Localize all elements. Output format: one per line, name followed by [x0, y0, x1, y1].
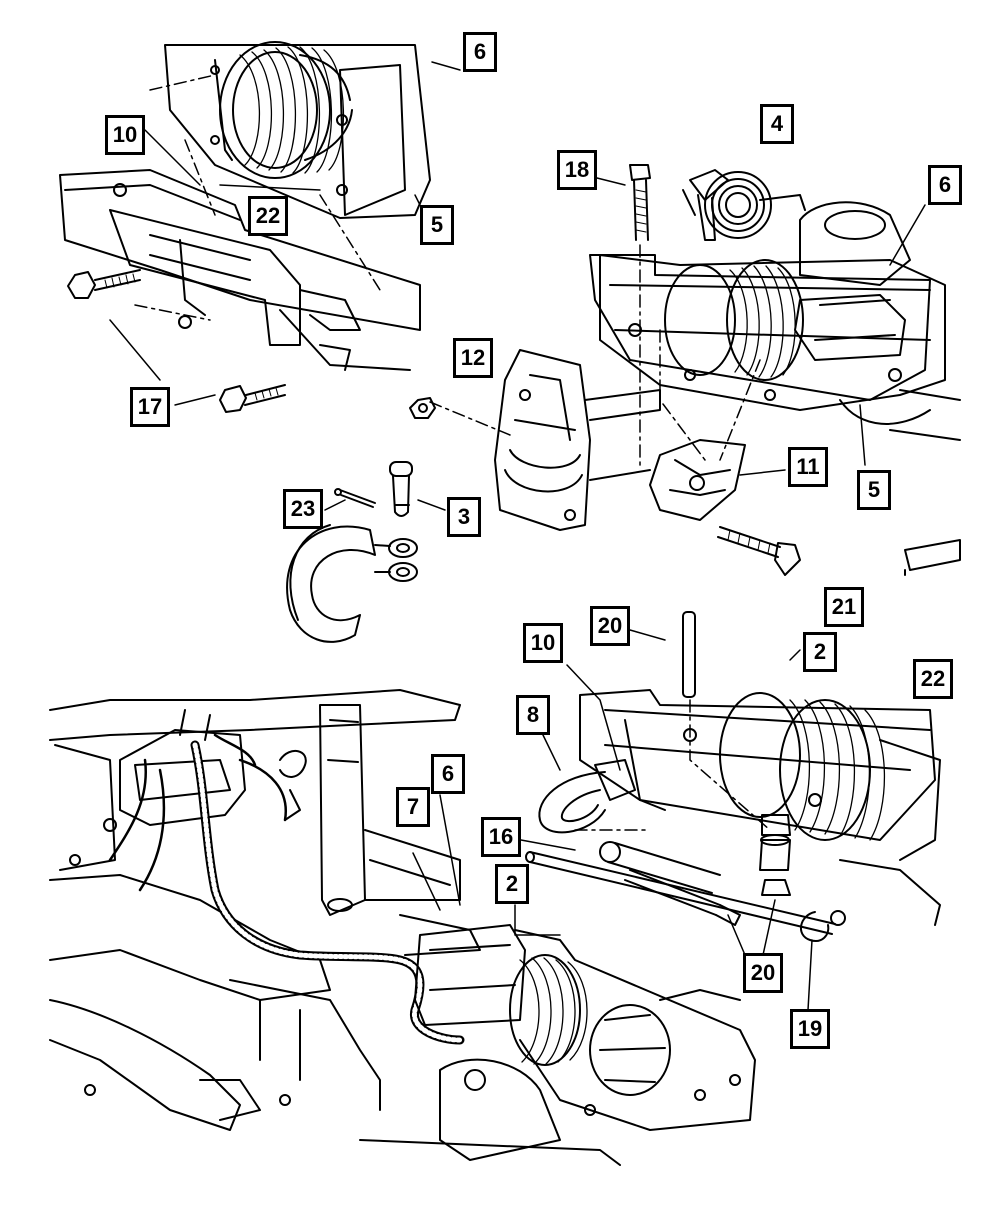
callout-6-lower: 6	[431, 754, 465, 794]
callout-16: 16	[481, 817, 521, 857]
callout-10: 10	[105, 115, 145, 155]
callout-8: 8	[516, 695, 550, 735]
vehicle-frame-bottom-left	[49, 689, 481, 1131]
retainer-clip-19	[800, 910, 846, 942]
clevis-pin-3	[389, 461, 413, 517]
callout-21: 21	[824, 587, 864, 627]
wires-misc	[108, 733, 288, 892]
leader-lines-top-left	[109, 61, 461, 406]
remote-control-plug	[682, 169, 806, 241]
callout-5: 5	[420, 205, 454, 245]
pin-20-vertical	[682, 611, 696, 698]
callout-10-lower: 10	[523, 623, 563, 663]
callout-2: 2	[803, 632, 837, 672]
callout-19: 19	[790, 1009, 830, 1049]
callout-23: 23	[283, 489, 323, 529]
callout-12: 12	[453, 338, 493, 378]
nut-top-center	[409, 397, 436, 419]
leader-lines-middle	[324, 499, 446, 511]
bolt-18	[629, 164, 651, 241]
callout-22: 22	[248, 196, 288, 236]
rod-20-lower	[624, 869, 741, 926]
winch-mounting-bracket-top-left	[59, 169, 421, 371]
callout-17: 17	[130, 387, 170, 427]
assembled-winch-top-right	[589, 201, 961, 441]
leader-lines-bottom-right	[520, 629, 813, 1011]
leader-lines-top-right	[596, 177, 926, 476]
bushing-and-spacer	[599, 814, 791, 896]
rod-16	[525, 851, 836, 935]
callout-20-lower: 20	[743, 953, 783, 993]
winch-bracket-bottom-right	[579, 689, 941, 926]
callout-22-right: 22	[913, 659, 953, 699]
callout-5-right: 5	[857, 470, 891, 510]
tow-strap-loop-8	[538, 759, 636, 834]
callout-6: 6	[463, 32, 497, 72]
alignment-lines-top-left	[134, 74, 381, 321]
winch-drum-top-left	[164, 41, 431, 219]
clevis-hook	[286, 524, 418, 643]
leader-lines-bottom-left	[412, 794, 561, 936]
bolt-17-lower	[219, 384, 286, 413]
mounting-plate-12	[494, 349, 661, 531]
callout-7: 7	[396, 787, 430, 827]
callout-4: 4	[760, 104, 794, 144]
callout-20: 20	[590, 606, 630, 646]
alignment-lines-bottom-right	[574, 699, 771, 831]
callout-6-right: 6	[928, 165, 962, 205]
callout-3: 3	[447, 497, 481, 537]
mount-bracket-11	[649, 439, 746, 521]
leader-lines-right-misc	[789, 649, 801, 661]
cotter-pin-23	[334, 488, 376, 508]
frame-rail-right	[904, 539, 961, 576]
callout-2-lower: 2	[495, 864, 529, 904]
callout-18: 18	[557, 150, 597, 190]
bolt-21	[717, 526, 801, 576]
wiring-harness-inner	[192, 742, 463, 1043]
callout-11: 11	[788, 447, 828, 487]
winch-installed-bottom	[359, 924, 756, 1166]
bolt-17-upper	[67, 269, 141, 299]
